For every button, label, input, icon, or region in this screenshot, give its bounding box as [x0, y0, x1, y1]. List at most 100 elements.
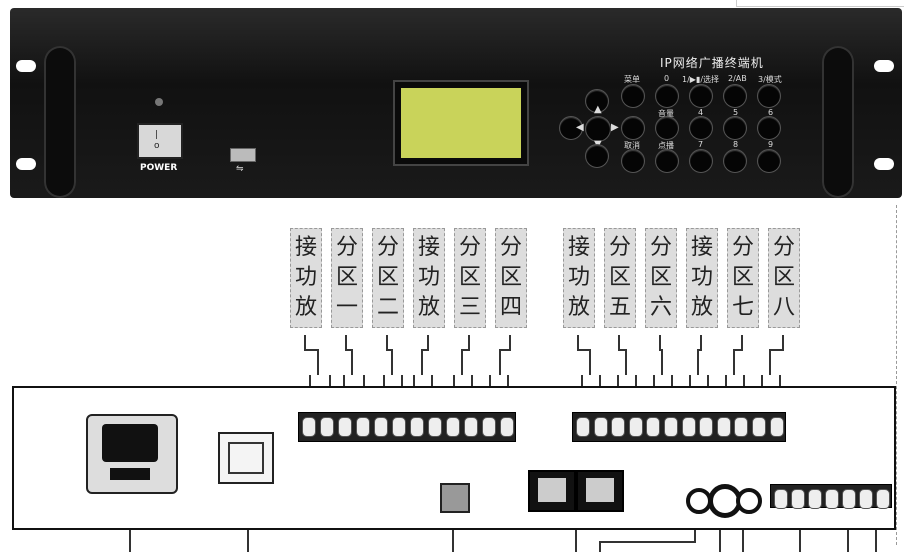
- key-5-button[interactable]: [724, 117, 746, 139]
- key-4-button[interactable]: [690, 117, 712, 139]
- dpad-left-outer-button[interactable]: [560, 117, 582, 139]
- menu-button[interactable]: [622, 85, 644, 107]
- terminal-screw[interactable]: [576, 417, 590, 437]
- terminal-screw[interactable]: [808, 489, 822, 509]
- key-9-button[interactable]: [758, 150, 780, 172]
- terminal-screw[interactable]: [752, 417, 766, 437]
- volume-label: 音量: [658, 109, 674, 118]
- terminal-screw[interactable]: [482, 417, 496, 437]
- terminal-screw[interactable]: [410, 417, 424, 437]
- label-tag: 接功放: [290, 228, 322, 328]
- rj45-port-2[interactable]: [576, 470, 624, 512]
- ac-outlet[interactable]: [218, 432, 274, 484]
- label-tag: 接功放: [563, 228, 595, 328]
- key-0-button[interactable]: [656, 85, 678, 107]
- lcd-screen: [395, 82, 527, 164]
- key-7-button[interactable]: [690, 150, 712, 172]
- usb-icon: ⇋: [236, 164, 244, 174]
- terminal-screw[interactable]: [392, 417, 406, 437]
- right-handle: [822, 46, 854, 198]
- power-label: POWER: [140, 163, 178, 173]
- terminal-screw[interactable]: [769, 417, 784, 437]
- terminal-screw[interactable]: [842, 489, 856, 509]
- audio-jack-3[interactable]: [736, 488, 762, 514]
- label-tag: 接功放: [413, 228, 445, 328]
- key-6-button[interactable]: [758, 117, 780, 139]
- terminal-screw[interactable]: [716, 417, 731, 437]
- volume-button[interactable]: [656, 117, 678, 139]
- label-tag: 分区四: [495, 228, 527, 328]
- key-2-button[interactable]: [724, 85, 746, 107]
- request-label: 点播: [658, 141, 674, 150]
- right-arrow-button[interactable]: [622, 117, 644, 139]
- terminal-screw[interactable]: [646, 417, 661, 437]
- power-led: [155, 98, 163, 106]
- terminal-screw[interactable]: [876, 489, 890, 509]
- right-mount-slot-lower: [874, 158, 894, 170]
- dpad-down-button[interactable]: [586, 145, 608, 167]
- terminal-block-left[interactable]: [298, 412, 516, 442]
- switch-off-mark: o: [154, 141, 160, 151]
- menu-label: 菜单: [624, 75, 640, 84]
- key-9-label: 9: [768, 140, 774, 149]
- label-tag: 分区二: [372, 228, 404, 328]
- terminal-screw[interactable]: [791, 489, 805, 509]
- terminal-screw[interactable]: [825, 489, 839, 509]
- key-1-button[interactable]: [690, 85, 712, 107]
- terminal-screw[interactable]: [428, 417, 442, 437]
- key-4-label: 4: [698, 108, 704, 117]
- terminal-screw[interactable]: [338, 417, 352, 437]
- power-switch[interactable]: | o: [137, 123, 183, 159]
- left-mount-slot: [16, 60, 36, 72]
- device-title: IP网络广播终端机: [660, 56, 764, 70]
- terminal-screw[interactable]: [681, 417, 696, 437]
- label-tag: 分区六: [645, 228, 677, 328]
- key-5-label: 5: [733, 108, 739, 117]
- terminal-block-right[interactable]: [572, 412, 786, 442]
- key-6-label: 6: [768, 108, 774, 117]
- request-button[interactable]: [656, 150, 678, 172]
- label-tag: 分区七: [727, 228, 759, 328]
- terminal-screw[interactable]: [628, 417, 643, 437]
- terminal-screw[interactable]: [611, 417, 626, 437]
- cancel-label: 取消: [624, 141, 640, 150]
- terminal-screw[interactable]: [302, 417, 316, 437]
- key-2-label: 2/AB: [728, 74, 747, 83]
- label-tag: 分区一: [331, 228, 363, 328]
- dpad-center-button[interactable]: [586, 117, 610, 141]
- terminal-screw[interactable]: [859, 489, 873, 509]
- arrow-down-icon: ▼: [594, 139, 602, 150]
- right-mount-slot: [874, 60, 894, 72]
- power-inlet[interactable]: [86, 414, 178, 494]
- terminal-screw[interactable]: [699, 417, 714, 437]
- label-tag: 分区五: [604, 228, 636, 328]
- terminal-screw[interactable]: [464, 417, 478, 437]
- guide-line: [896, 205, 897, 545]
- arrow-right-icon: ▶: [611, 122, 619, 133]
- corner-strip: [736, 0, 904, 7]
- arrow-left-icon: ◀: [576, 122, 584, 133]
- terminal-screw[interactable]: [374, 417, 388, 437]
- left-handle: [44, 46, 76, 198]
- key-8-button[interactable]: [724, 150, 746, 172]
- terminal-screw[interactable]: [734, 417, 749, 437]
- key-1-label: 1/▶▮/选择: [682, 75, 720, 84]
- terminal-screw[interactable]: [500, 417, 514, 437]
- terminal-screw[interactable]: [356, 417, 370, 437]
- terminal-screw[interactable]: [320, 417, 334, 437]
- key-3-label: 3/模式: [758, 75, 782, 84]
- terminal-block-small[interactable]: [770, 484, 892, 509]
- menu-row-button-blank[interactable]: [586, 90, 608, 112]
- terminal-screw[interactable]: [593, 417, 608, 437]
- key-3-button[interactable]: [758, 85, 780, 107]
- audio-jack-1[interactable]: [686, 488, 712, 514]
- usb-port[interactable]: [230, 148, 256, 162]
- terminal-screw[interactable]: [774, 489, 788, 509]
- terminal-screw[interactable]: [446, 417, 460, 437]
- cancel-button[interactable]: [622, 150, 644, 172]
- rj45-port-1[interactable]: [528, 470, 576, 512]
- key-0-label: 0: [664, 74, 670, 83]
- terminal-screw[interactable]: [664, 417, 678, 437]
- adjust-knob[interactable]: [440, 483, 470, 513]
- switch-on-mark: |: [155, 130, 159, 140]
